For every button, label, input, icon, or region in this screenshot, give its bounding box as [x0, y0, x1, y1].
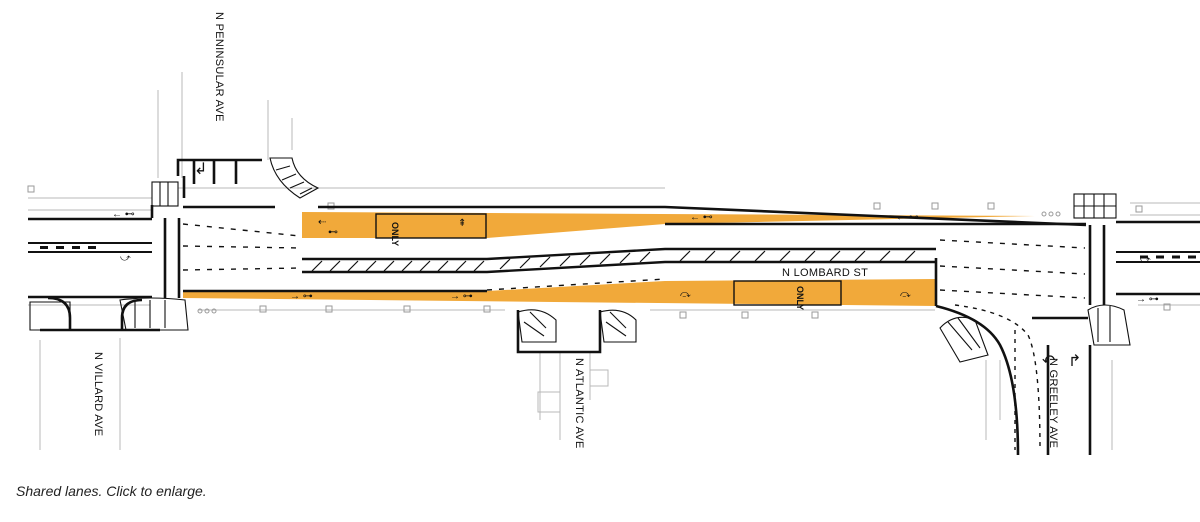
property-lines: [28, 72, 1200, 450]
lane-arrows: ← ⊷ ⤻ ⇠ ⊷ ⇞ ← ⊷ ← ⊷ → ⊶ → ⊶ ⤼ ⤼ ⤻ → ⊶ ↲ …: [112, 161, 1159, 370]
svg-text:⤼: ⤼: [680, 289, 691, 300]
street-label-atlantic: N ATLANTIC AVE: [573, 358, 585, 449]
svg-text:⤻: ⤻: [1140, 255, 1151, 266]
street-plan-diagram[interactable]: ← ⊷ ⤻ ⇠ ⊷ ⇞ ← ⊷ ← ⊷ → ⊶ → ⊶ ⤼ ⤼ ⤻ → ⊶ ↲ …: [0, 0, 1200, 470]
bus-only-text-east: ONLY: [795, 286, 805, 310]
svg-text:← ⊷: ← ⊷: [112, 209, 135, 220]
svg-text:→ ⊶: → ⊶: [290, 291, 313, 302]
svg-text:→ ⊶: → ⊶: [1136, 294, 1159, 305]
bus-only-pads: [375, 213, 842, 306]
svg-text:← ⊷: ← ⊷: [690, 212, 713, 223]
figure-caption[interactable]: Shared lanes. Click to enlarge.: [16, 483, 207, 499]
edge-median-dashes: [40, 246, 1196, 259]
street-label-villard: N VILLARD AVE: [92, 352, 104, 436]
svg-text:→ ⊶: → ⊶: [450, 291, 473, 302]
marker-squares: [27, 185, 1171, 319]
svg-text:⇠: ⇠: [318, 217, 326, 228]
svg-text:⤼: ⤼: [900, 289, 911, 300]
center-median: [302, 247, 936, 274]
svg-text:↶: ↶: [1042, 353, 1055, 370]
curb-lines: [28, 158, 1200, 456]
bus-only-markings: ONLY ONLY: [390, 222, 805, 310]
edge-medians: [28, 242, 1200, 263]
svg-text:← ⊷: ← ⊷: [896, 212, 919, 223]
street-label-greeley: N GREELEY AVE: [1047, 358, 1059, 448]
svg-text:⊷: ⊷: [328, 227, 338, 238]
street-label-peninsular: N PENINSULAR AVE: [213, 12, 225, 122]
street-label-lombard: N LOMBARD ST: [782, 267, 868, 279]
corner-ramps: [29, 157, 1131, 363]
svg-text:⇞: ⇞: [458, 218, 466, 229]
svg-text:⤻: ⤻: [120, 253, 131, 264]
svg-text:↱: ↱: [1068, 353, 1081, 370]
lane-dashes: [182, 223, 1086, 451]
svg-text:↲: ↲: [194, 161, 207, 178]
shared-lane-areas: [183, 212, 1035, 306]
bus-only-text-west: ONLY: [390, 222, 400, 246]
